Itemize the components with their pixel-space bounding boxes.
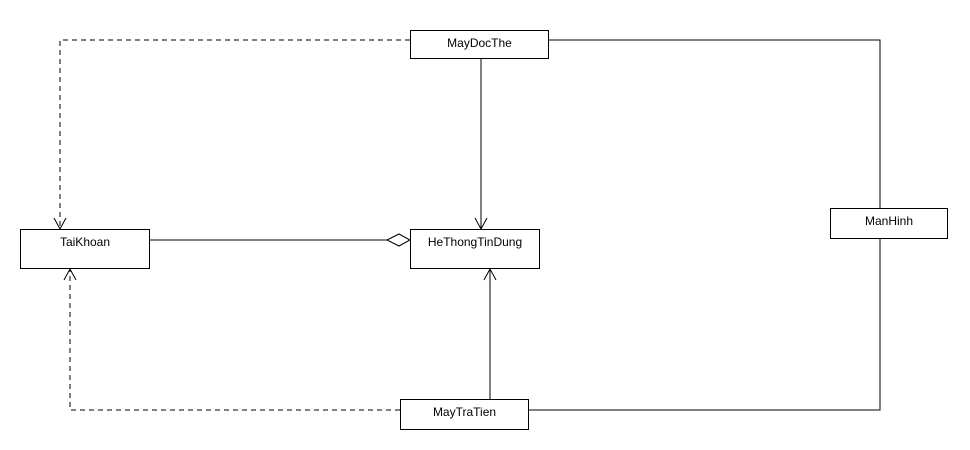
class-box-hethongtindung[interactable]: HeThongTinDung xyxy=(410,229,540,269)
class-name-hethongtindung: HeThongTinDung xyxy=(427,235,523,249)
dependency-maytratien-taikhoan xyxy=(69,269,400,411)
dependency-maydocthe-taikhoan xyxy=(59,39,410,229)
class-name-manhinh: ManHinh xyxy=(864,214,914,228)
class-name-taikhoan: TaiKhoan xyxy=(59,235,111,249)
association-maytratien-manhinh xyxy=(529,239,881,411)
class-box-taikhoan[interactable]: TaiKhoan xyxy=(20,229,150,269)
arrowhead-hethongtindung-bottom xyxy=(483,267,497,281)
class-name-maytratien: MayTraTien xyxy=(432,405,497,419)
association-maydocthe-manhinh xyxy=(549,39,881,208)
aggregation-diamond xyxy=(385,233,412,247)
class-name-maydocthe: MayDocThe xyxy=(447,36,512,50)
class-box-maytratien[interactable]: MayTraTien xyxy=(400,399,529,430)
class-box-manhinh[interactable]: ManHinh xyxy=(830,208,948,239)
arrowhead-taikhoan-bottom xyxy=(63,267,77,281)
class-box-maydocthe[interactable]: MayDocThe xyxy=(410,30,549,59)
